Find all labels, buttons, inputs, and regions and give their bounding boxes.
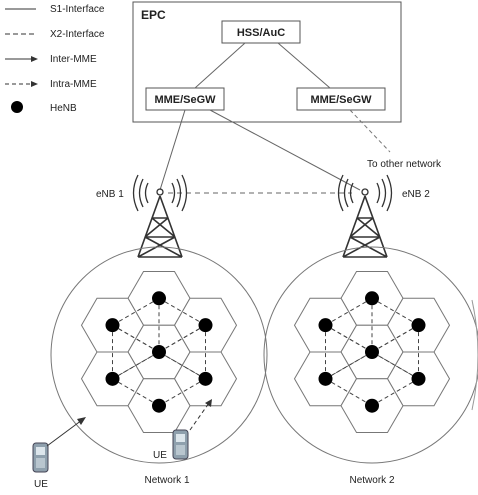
henb-link <box>158 378 206 407</box>
s1-mme1-enb2 <box>209 109 361 191</box>
henb-link <box>371 297 419 326</box>
ue2-phone-icon <box>172 429 189 460</box>
legend: S1-Interface X2-Interface Inter-MME Intr… <box>5 4 105 114</box>
henb-node <box>365 291 379 306</box>
mme2-other-network-link <box>349 109 391 153</box>
henb-link <box>112 324 206 380</box>
henb-link <box>325 324 419 380</box>
henb-node <box>152 345 166 359</box>
intra-mme-arrowhead <box>205 399 212 407</box>
henb-node <box>318 318 333 333</box>
henb-link <box>112 297 160 326</box>
legend-inter-arrowhead <box>31 56 38 62</box>
henb-node <box>198 318 213 333</box>
henb-node <box>365 345 379 359</box>
ue1-phone-icon <box>32 442 49 473</box>
network1-henb-cluster <box>80 271 238 433</box>
legend-intra-arrowhead <box>31 81 38 87</box>
legend-henb-label: HeNB <box>50 103 77 114</box>
other-network-label: To other network <box>367 159 442 170</box>
henb-link <box>112 324 206 380</box>
mme1-label: MME/SeGW <box>154 94 216 106</box>
henb-node <box>365 398 379 413</box>
inter-mme-arrow <box>46 419 83 447</box>
ue2-label: UE <box>153 450 167 461</box>
hss-mme1-link <box>194 42 246 89</box>
henb-node <box>152 291 166 306</box>
intra-mme-arrow <box>189 402 210 431</box>
enb1-label: eNB 1 <box>96 189 124 200</box>
henb-node <box>198 371 213 386</box>
ue1-label: UE <box>34 479 48 490</box>
network1-coverage-circle <box>50 246 268 464</box>
mme2-box <box>296 87 386 111</box>
henb-node <box>411 318 426 333</box>
network2-label: Network 2 <box>349 475 394 486</box>
network1-label: Network 1 <box>144 475 189 486</box>
henb-node <box>152 398 166 413</box>
network2-coverage-circle <box>263 246 478 464</box>
henb-link <box>325 378 373 407</box>
legend-x2-label: X2-Interface <box>50 29 105 40</box>
s1-mme1-enb1 <box>159 109 186 191</box>
hss-label: HSS/AuC <box>237 27 285 39</box>
henb-link <box>158 297 206 326</box>
henb-link <box>371 378 419 407</box>
henb-link <box>112 378 160 407</box>
henb-node <box>105 318 120 333</box>
hss-box <box>221 20 301 44</box>
inter-mme-arrowhead <box>77 417 86 425</box>
henb-node <box>411 371 426 386</box>
henb-link <box>325 297 373 326</box>
hss-mme2-link <box>277 42 331 89</box>
henb-node <box>318 371 333 386</box>
network2-henb-cluster <box>293 271 451 433</box>
enb2-tower-icon <box>337 174 393 258</box>
legend-intra-label: Intra-MME <box>50 79 97 90</box>
enb1-tower-icon <box>132 174 188 258</box>
enb2-label: eNB 2 <box>402 189 430 200</box>
mme2-label: MME/SeGW <box>310 94 372 106</box>
legend-s1-label: S1-Interface <box>50 4 105 15</box>
legend-inter-label: Inter-MME <box>50 54 97 65</box>
legend-henb-dot <box>11 101 23 113</box>
henb-node <box>105 371 120 386</box>
henb-link <box>325 324 419 380</box>
epc-title: EPC <box>141 8 166 22</box>
